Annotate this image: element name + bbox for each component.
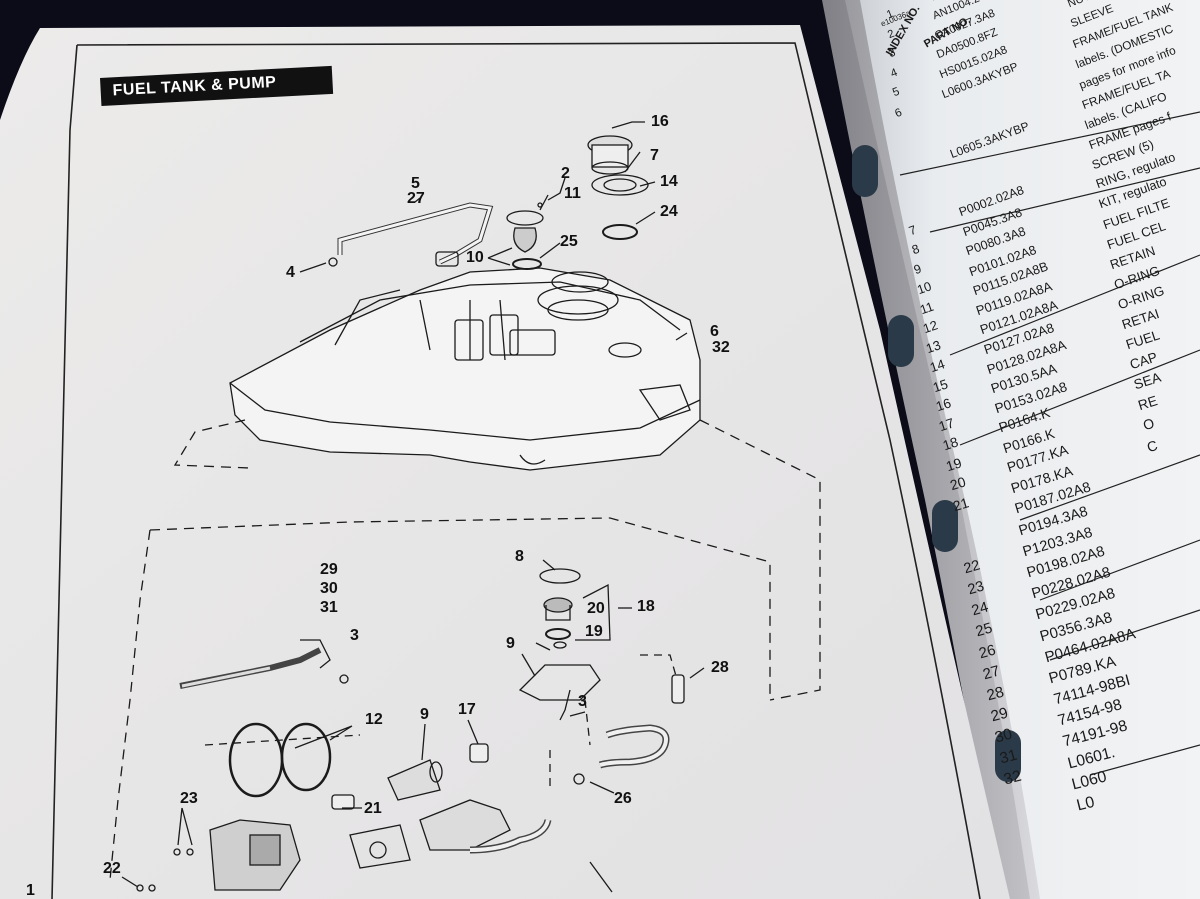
callout-28: 28 (711, 659, 729, 676)
callout-11: 11 (564, 185, 581, 202)
callout-9: 9 (420, 706, 429, 723)
binder-hole (852, 145, 878, 197)
callout-30: 30 (320, 580, 338, 597)
callout-32: 32 (712, 339, 730, 356)
callout-16: 16 (651, 113, 669, 130)
callout-24: 24 (660, 203, 678, 220)
callout-23: 23 (180, 790, 198, 807)
callout-10: 10 (466, 249, 484, 266)
callout-19: 19 (585, 623, 603, 640)
binder-hole (888, 315, 914, 367)
callout-31: 31 (320, 599, 338, 616)
callout-3: 3 (578, 693, 587, 710)
callout-9: 9 (506, 635, 515, 652)
callout-7: 7 (650, 147, 659, 164)
callout-26: 26 (614, 790, 632, 807)
callout-29: 29 (320, 561, 338, 578)
callout-12: 12 (365, 711, 383, 728)
binder-hole (932, 500, 958, 552)
callout-22: 22 (103, 860, 121, 877)
callout-14: 14 (660, 173, 678, 190)
callout-4: 4 (286, 264, 295, 281)
callout-6: 6 (710, 323, 719, 340)
callout-21: 21 (364, 800, 382, 817)
callout-2: 2 (561, 165, 570, 182)
callout-25: 25 (560, 233, 578, 250)
callout-20: 20 (587, 600, 605, 617)
callout-17: 17 (458, 701, 476, 718)
callout-5: 5 (411, 175, 420, 192)
callout-27: 27 (407, 190, 425, 207)
callout-1: 1 (26, 882, 35, 899)
callout-3: 3 (350, 627, 359, 644)
callout-8: 8 (515, 548, 524, 565)
callout-18: 18 (637, 598, 655, 615)
binder-hole (995, 730, 1021, 782)
